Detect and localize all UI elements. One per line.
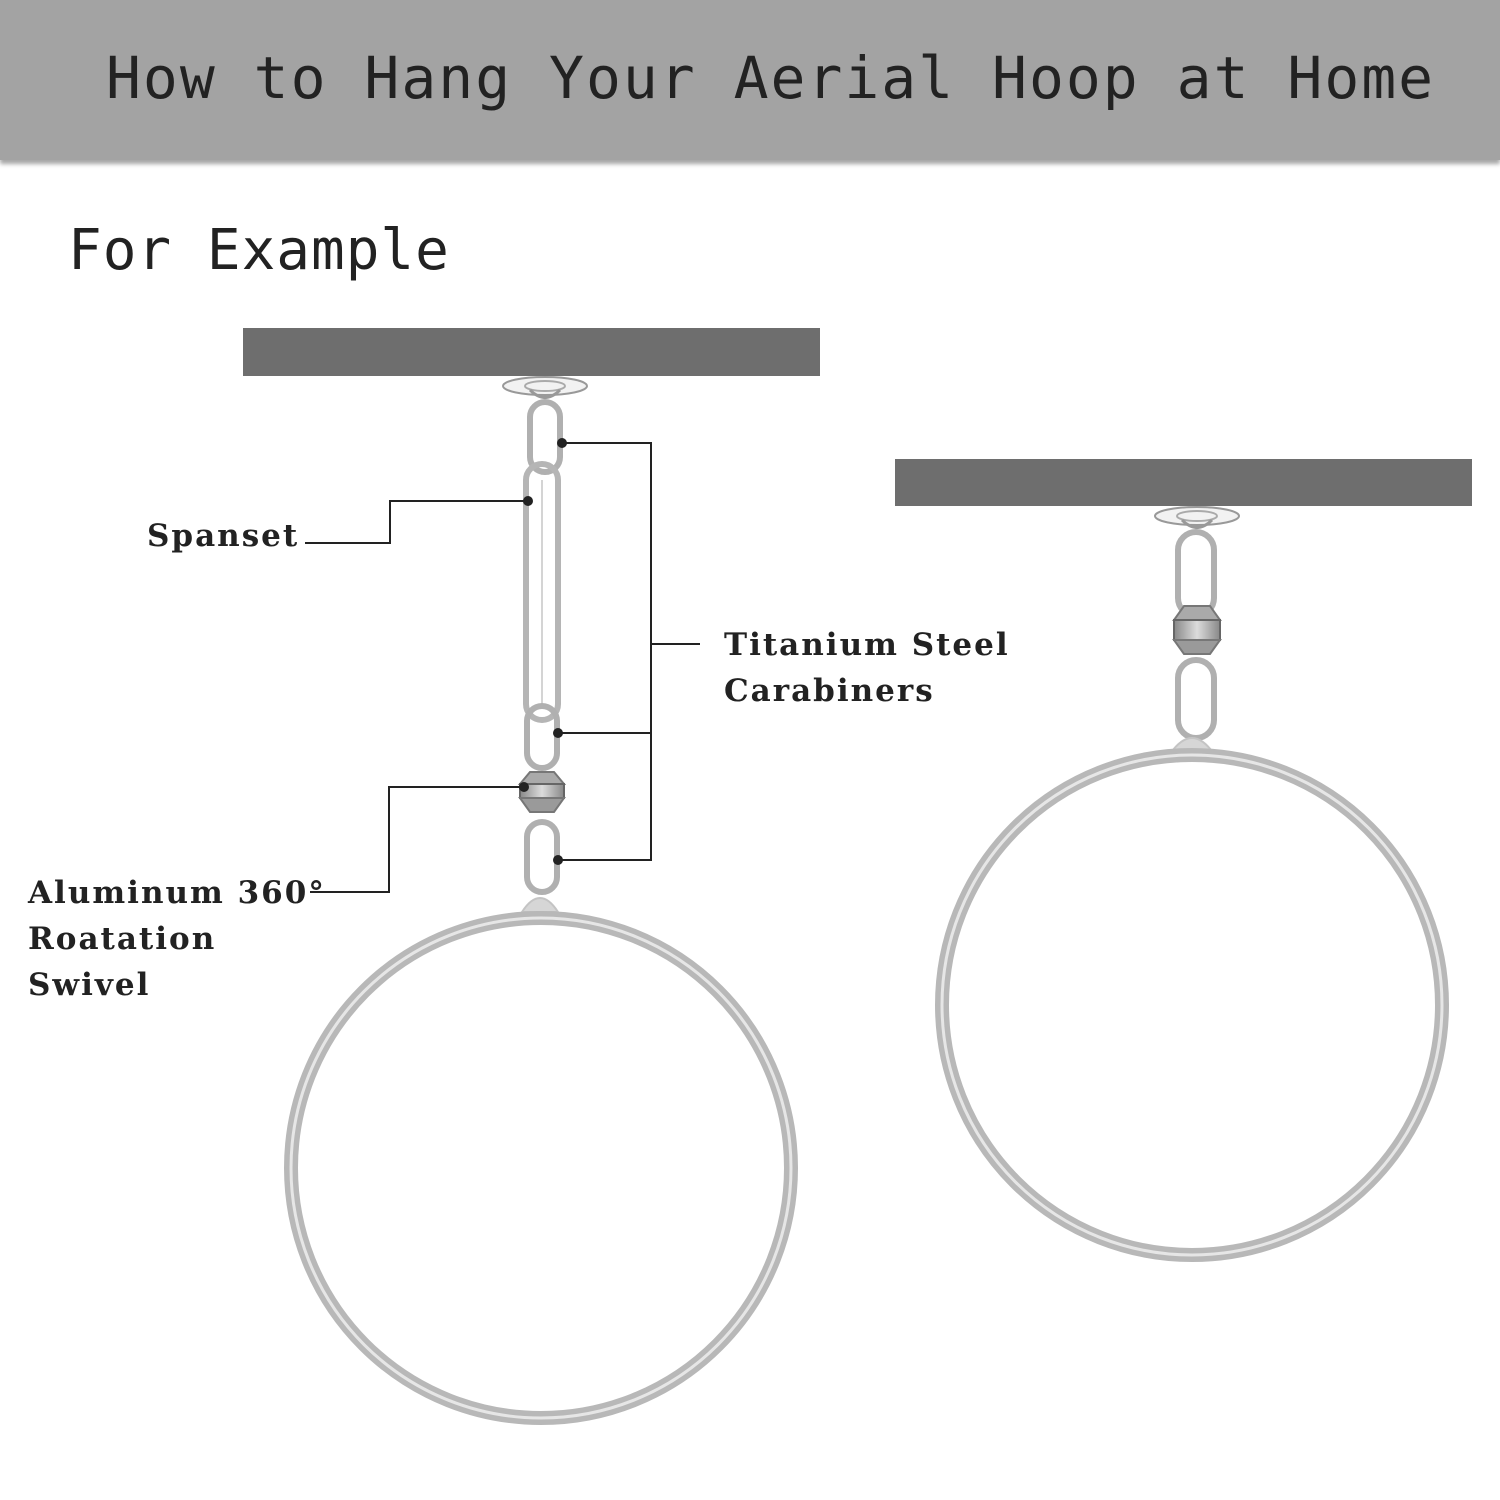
left-assembly (243, 328, 820, 1425)
right-assembly (895, 459, 1472, 1262)
spanset-strap (523, 461, 561, 723)
left-ceiling-mount (502, 376, 588, 399)
page-title: How to Hang Your Aerial Hoop at Home (106, 44, 1436, 112)
swivel-label: Aluminum 360° Roatation Swivel (28, 875, 326, 1003)
left-bottom-carabiner (524, 819, 560, 895)
left-swivel (517, 771, 567, 813)
right-top-carabiner (1175, 529, 1217, 619)
right-swivel (1172, 605, 1222, 655)
right-ceiling-beam (895, 459, 1472, 506)
left-aerial-hoop (284, 911, 798, 1425)
left-hoop-tab (520, 897, 560, 913)
header-bar: How to Hang Your Aerial Hoop at Home (0, 0, 1500, 160)
carabiners-label: Titanium Steel Carabiners (724, 627, 1010, 709)
right-bottom-carabiner (1175, 657, 1217, 741)
left-top-carabiner (527, 399, 563, 475)
leader-lines (305, 442, 700, 893)
spanset-label: Spanset (147, 518, 300, 554)
right-ceiling-mount (1154, 506, 1240, 529)
right-aerial-hoop (935, 748, 1449, 1262)
leader-dots (519, 438, 567, 865)
example-heading: For Example (68, 218, 450, 283)
left-ceiling-beam (243, 328, 820, 376)
